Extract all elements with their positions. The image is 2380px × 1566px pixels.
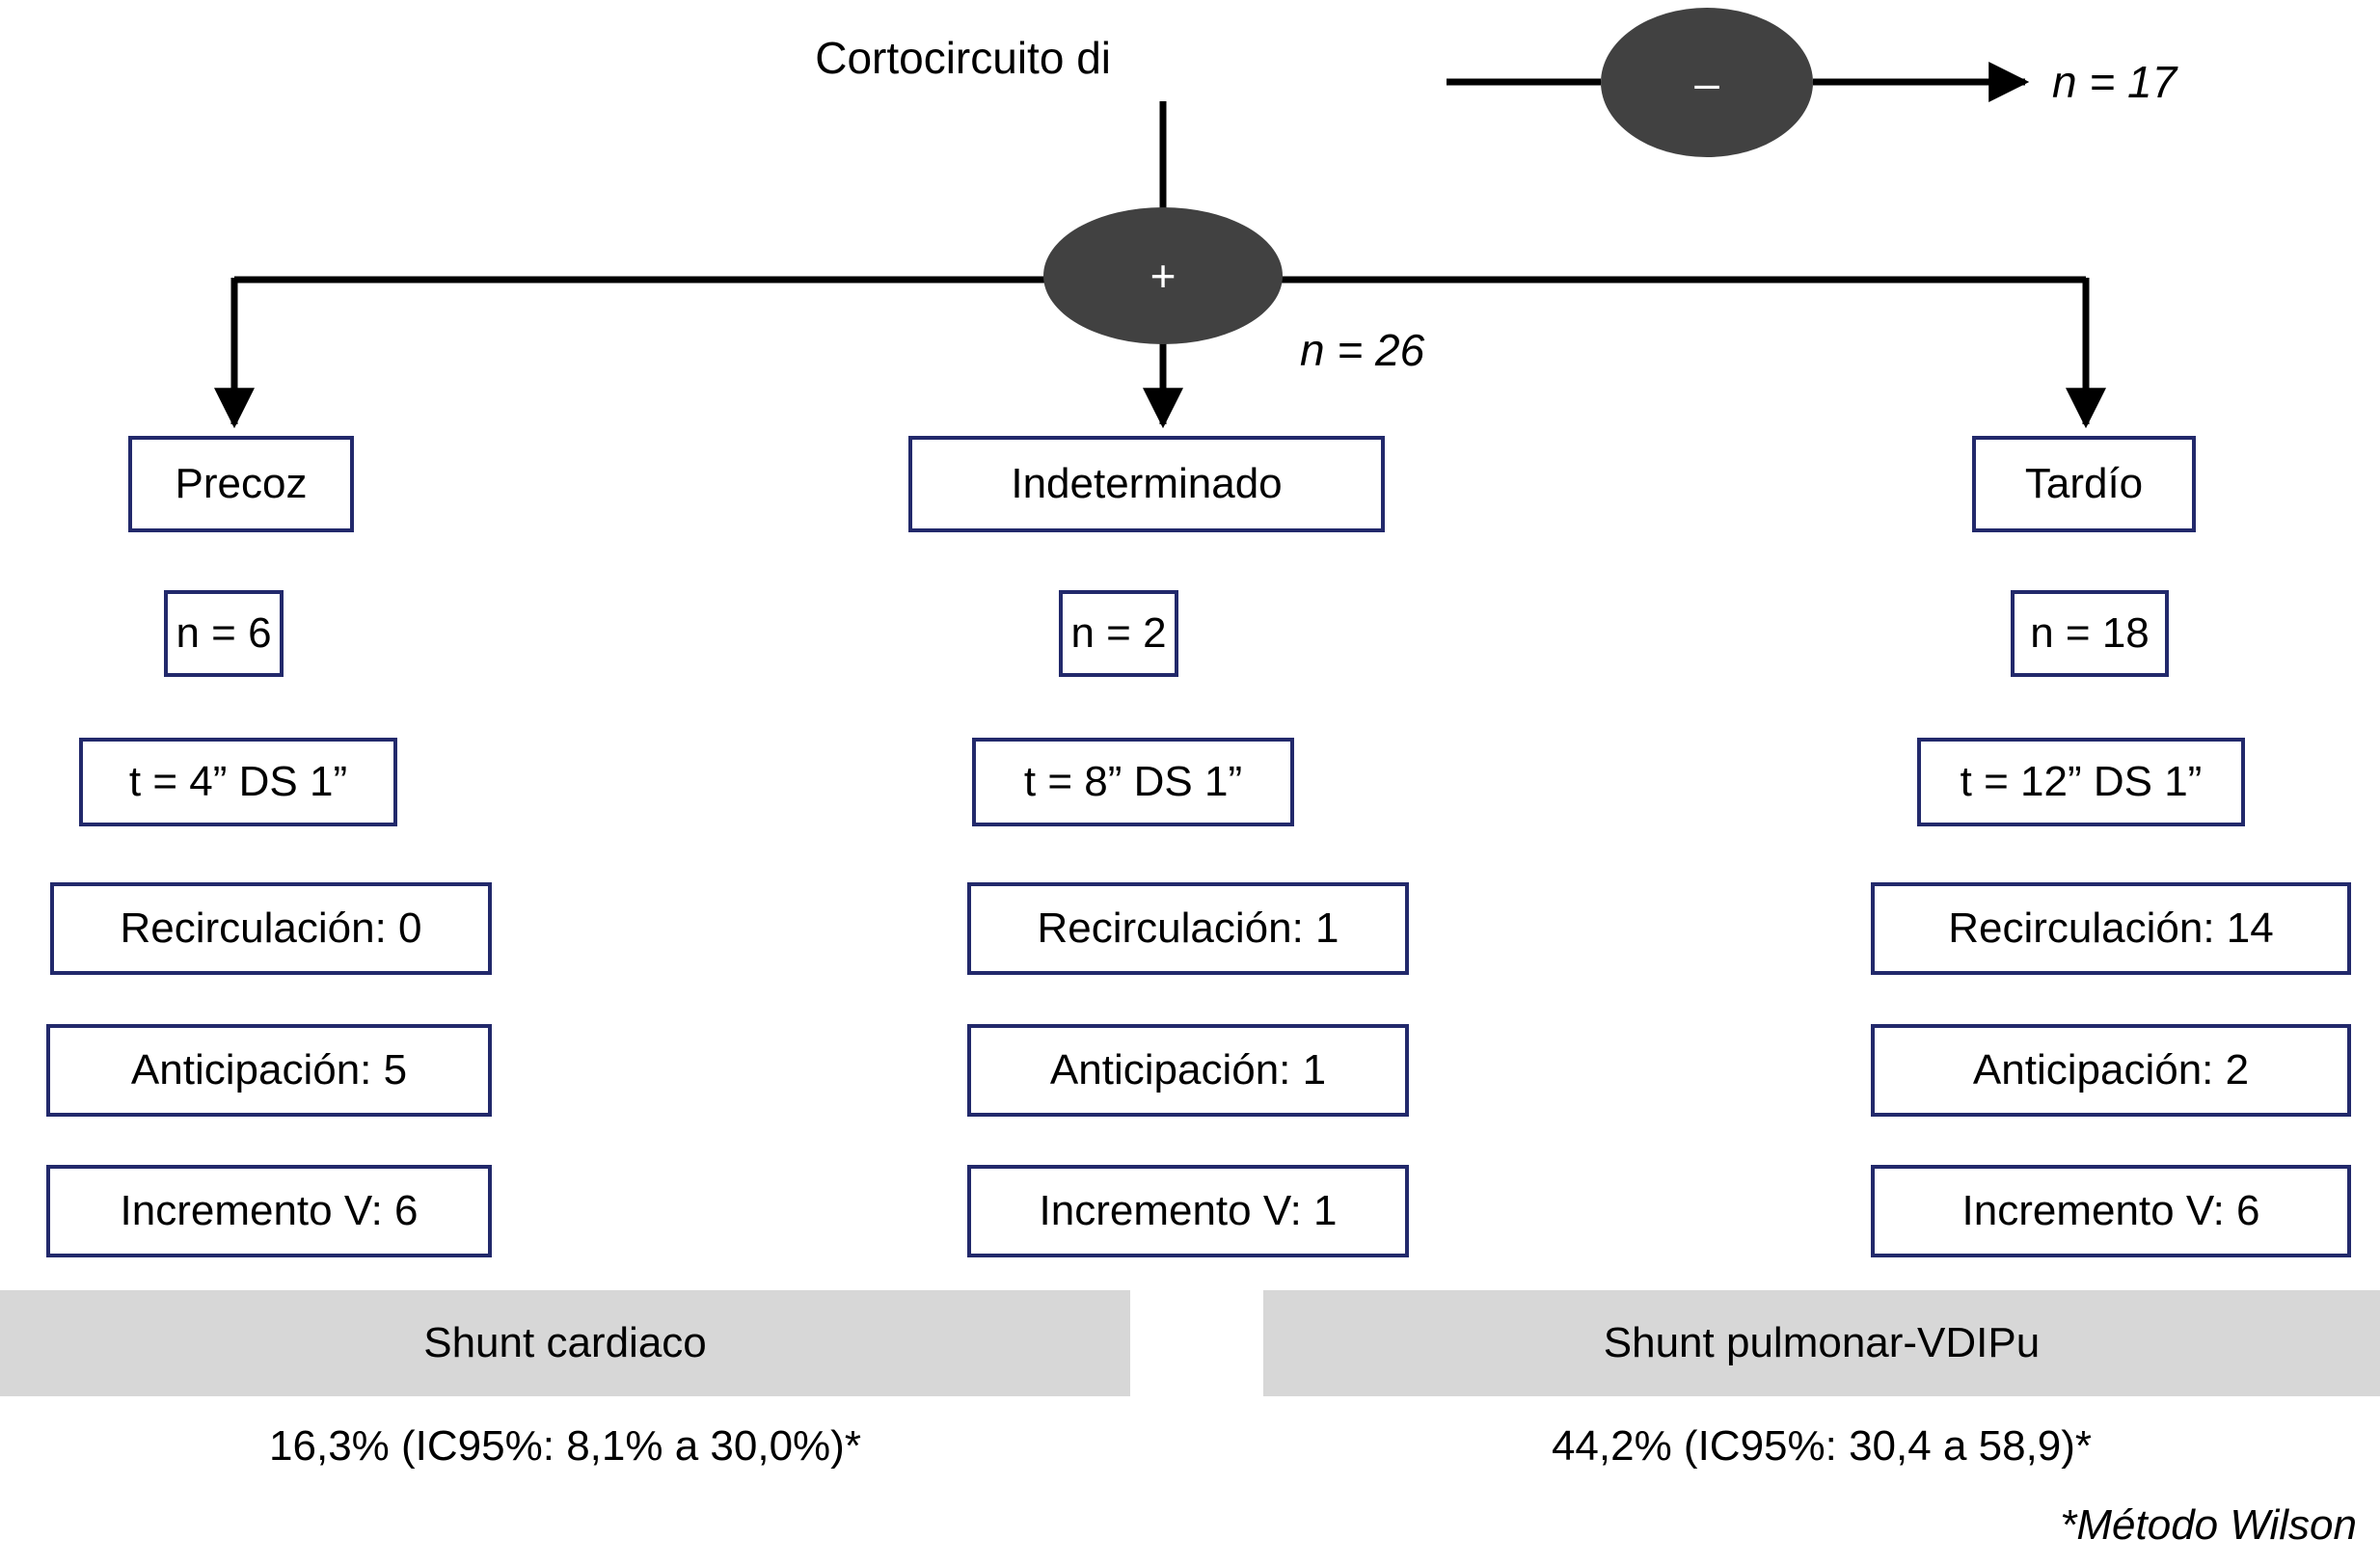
column-time-box-precoz[interactable]: t = 4” DS 1” [79, 738, 397, 826]
summary-band-label: Shunt cardiaco [423, 1319, 707, 1366]
column-n-label: n = 2 [1070, 609, 1167, 657]
summary-band-shunt-cardiaco: Shunt cardiaco [0, 1290, 1130, 1396]
column-time-box-tardio[interactable]: t = 12” DS 1” [1917, 738, 2245, 826]
column-anticipacion-label: Anticipación: 1 [1049, 1046, 1327, 1094]
column-recirculacion-box-precoz[interactable]: Recirculación: 0 [50, 882, 492, 975]
column-n-box-tardio[interactable]: n = 18 [2011, 590, 2169, 677]
plus-symbol: + [1149, 251, 1176, 301]
column-title-label: Precoz [175, 460, 308, 507]
column-incremento-label: Incremento V: 6 [120, 1187, 419, 1234]
column-n-label: n = 6 [176, 609, 272, 657]
root-label: Cortocircuito di [815, 33, 1111, 83]
column-incremento-label: Incremento V: 1 [1039, 1187, 1338, 1234]
column-n-box-indeterminado[interactable]: n = 2 [1059, 590, 1178, 677]
positive-count-label: n = 26 [1300, 325, 1425, 375]
column-n-label: n = 18 [2030, 609, 2150, 657]
column-recirculacion-label: Recirculación: 14 [1948, 904, 2274, 952]
column-anticipacion-box-tardio[interactable]: Anticipación: 2 [1871, 1024, 2351, 1117]
column-title-box-precoz[interactable]: Precoz [128, 436, 354, 532]
positive-decision-node[interactable]: + [1043, 207, 1283, 344]
column-time-label: t = 12” DS 1” [1960, 758, 2203, 805]
summary-band-shunt-pulmonar: Shunt pulmonar-VDIPu [1263, 1290, 2380, 1396]
footnote-method: *Método Wilson [2060, 1501, 2357, 1549]
summary-band-label: Shunt pulmonar-VDIPu [1603, 1319, 2041, 1366]
minus-symbol: – [1694, 57, 1719, 108]
column-anticipacion-box-indeterminado[interactable]: Anticipación: 1 [967, 1024, 1409, 1117]
column-anticipacion-box-precoz[interactable]: Anticipación: 5 [46, 1024, 492, 1117]
column-time-label: t = 4” DS 1” [128, 758, 348, 805]
column-incremento-box-indeterminado[interactable]: Incremento V: 1 [967, 1165, 1409, 1257]
column-time-box-indeterminado[interactable]: t = 8” DS 1” [972, 738, 1294, 826]
negative-count-label: n = 17 [2052, 57, 2177, 107]
column-title-box-indeterminado[interactable]: Indeterminado [908, 436, 1385, 532]
column-n-box-precoz[interactable]: n = 6 [164, 590, 284, 677]
column-anticipacion-label: Anticipación: 2 [1972, 1046, 2250, 1094]
column-title-label: Indeterminado [1011, 460, 1283, 507]
column-title-box-tardio[interactable]: Tardío [1972, 436, 2196, 532]
column-recirculacion-box-indeterminado[interactable]: Recirculación: 1 [967, 882, 1409, 975]
column-anticipacion-label: Anticipación: 5 [130, 1046, 408, 1094]
summary-ci-shunt-pulmonar: 44,2% (IC95%: 30,4 a 58,9)* [1551, 1422, 2093, 1470]
column-recirculacion-label: Recirculación: 1 [1037, 904, 1339, 952]
column-title-label: Tardío [2024, 460, 2144, 507]
column-incremento-box-tardio[interactable]: Incremento V: 6 [1871, 1165, 2351, 1257]
column-time-label: t = 8” DS 1” [1023, 758, 1243, 805]
column-recirculacion-box-tardio[interactable]: Recirculación: 14 [1871, 882, 2351, 975]
negative-decision-node[interactable]: – [1601, 8, 1813, 157]
column-incremento-label: Incremento V: 6 [1961, 1187, 2260, 1234]
column-recirculacion-label: Recirculación: 0 [120, 904, 422, 952]
summary-ci-shunt-cardiaco: 16,3% (IC95%: 8,1% a 30,0%)* [269, 1422, 861, 1470]
column-incremento-box-precoz[interactable]: Incremento V: 6 [46, 1165, 492, 1257]
